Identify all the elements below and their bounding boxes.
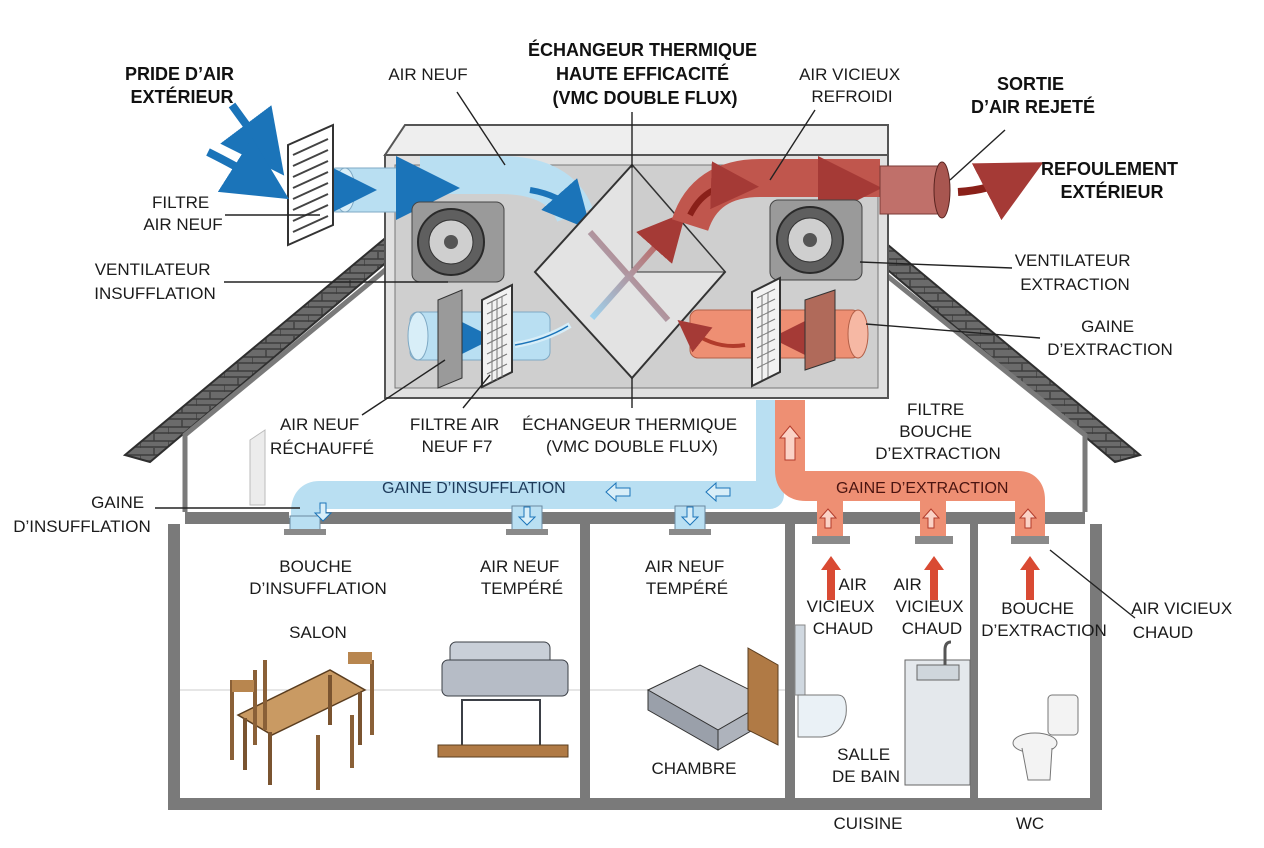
bathroom-icons [794,624,971,786]
label-echangeur-bottom: ÉCHANGEUR THERMIQUE (VMC DOUBLE FLUX) [522,415,742,456]
refoulement-arrow [957,162,1044,221]
gaine-extraction-duct: GAINE D’EXTRACTION [775,400,1049,544]
ventilateur-insufflation-fan [411,201,505,283]
ventilateur-extraction-fan [769,199,863,281]
grille-exterieure [287,123,334,247]
filtre-extraction [751,276,781,388]
salon-table-icon [230,652,374,790]
label-air-neuf-rechauffe: AIR NEUF RÉCHAUFFÉ [270,415,374,458]
label-ventilateur-extraction: VENTILATEUR EXTRACTION [1015,251,1136,294]
label-air-vicieux-chaud-2: AIR VICIEUX CHAUD [893,575,968,638]
gaine-extraction-duct-label: GAINE D’EXTRACTION [836,480,1008,497]
label-filtre-air-neuf: FILTRE AIR NEUF [143,193,222,234]
label-sortie-air-rejete: SORTIE D’AIR REJETÉ [971,74,1095,117]
house-structure [168,512,1102,810]
room-cuisine: CUISINE [834,814,903,833]
label-bouche-extraction: BOUCHE D’EXTRACTION [981,599,1107,640]
label-ventilateur-insufflation: VENTILATEUR INSUFFLATION [94,260,216,303]
roof [122,227,1143,512]
room-wc: WC [1016,814,1044,833]
label-refoulement-exterieur: REFOULEMENT EXTÉRIEUR [1041,159,1183,202]
vmc-unit [313,124,951,399]
label-air-neuf-tempere-1: AIR NEUF TEMPÉRÉ [480,557,564,598]
label-pride-air-exterieur: PRIDE D’AIR EXTÉRIEUR [125,64,239,107]
label-air-vicieux-chaud-1: AIR VICIEUX CHAUD [807,575,880,638]
room-chambre: CHAMBRE [651,759,736,778]
gaine-insufflation-duct: GAINE D’INSUFFLATION [284,400,786,535]
label-gaine-insufflation-left: GAINE D’INSUFFLATION [13,493,151,536]
room-salle-de-bain: SALLE DE BAIN [832,745,900,786]
labels: PRIDE D’AIR EXTÉRIEUR ÉCHANGEUR THERMIQU… [13,39,1237,833]
salon-sofa-icon [437,641,569,758]
label-air-neuf-tempere-2: AIR NEUF TEMPÉRÉ [645,557,729,598]
leader-lines [155,91,1136,619]
label-air-vicieux-chaud-3: AIR VICIEUX CHAUD [1131,599,1237,642]
label-filtre-air-neuf-f7: FILTRE AIR NEUF F7 [410,415,504,456]
wc-toilet-icon [1012,694,1079,781]
room-salon: SALON [289,623,347,642]
label-air-vicieux-refroidi: AIR VICIEUX REFROIDI [799,65,905,106]
label-air-neuf: AIR NEUF [388,65,467,84]
intake-arrow-2 [206,137,289,200]
label-gaine-extraction-side: GAINE D’EXTRACTION [1047,317,1173,359]
label-bouche-insufflation: BOUCHE D’INSUFFLATION [249,557,387,598]
label-filtre-bouche-extraction: FILTRE BOUCHE D’EXTRACTION [875,400,1001,463]
intake-arrow-1 [220,102,285,176]
filtre-f7 [481,283,513,389]
gaine-insufflation-duct-label: GAINE D’INSUFFLATION [382,480,566,497]
hot-air-arrows [821,556,1040,600]
chambre-bed-icon [646,647,779,751]
label-echangeur-haute-efficacite: ÉCHANGEUR THERMIQUE HAUTE EFFICACITÉ (VM… [528,39,762,108]
